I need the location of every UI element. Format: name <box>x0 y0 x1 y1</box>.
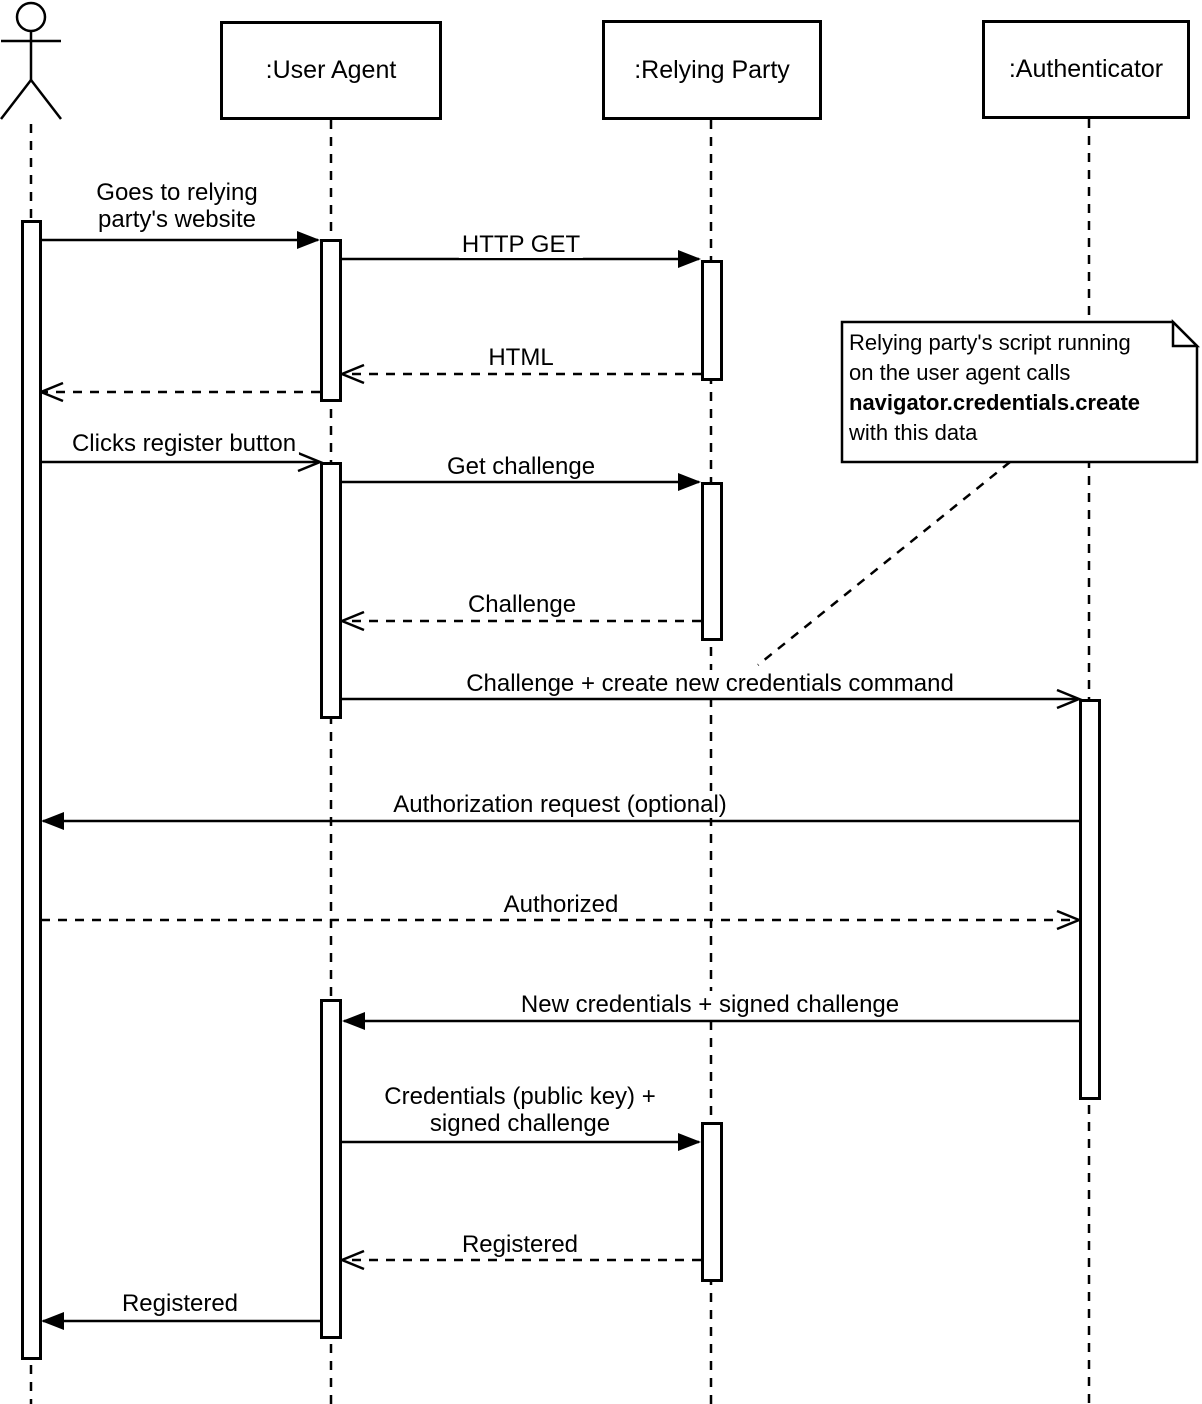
arrowhead-filled-right <box>297 231 320 249</box>
actor-leg-left <box>0 79 32 120</box>
arrowhead-open-left <box>338 1249 365 1271</box>
actor-leg-right <box>30 79 62 120</box>
activation-bar-user-agent-1 <box>320 239 342 402</box>
message-label-registered-to-user: Registered <box>118 1290 242 1317</box>
message-label-credentials-signed: Credentials (public key) + signed challe… <box>381 1083 659 1137</box>
activation-bar-relying-party-2 <box>701 482 723 641</box>
participant-label: :User Agent <box>265 56 397 84</box>
activation-bar-authenticator <box>1079 699 1101 1100</box>
participant-box-user-agent: :User Agent <box>220 21 442 120</box>
message-label-registered-to-ua: Registered <box>458 1231 582 1258</box>
activation-bar-user <box>21 220 42 1360</box>
note-fold-icon <box>1171 318 1201 348</box>
participant-label: :Relying Party <box>634 55 790 84</box>
arrowhead-open-left <box>338 610 365 632</box>
message-label-clicks-register: Clicks register button <box>68 430 300 457</box>
participant-label: :Authenticator <box>1008 55 1164 83</box>
message-label-goes-to-website: Goes to relying party's website <box>93 179 261 233</box>
message-label-get-challenge: Get challenge <box>443 453 599 480</box>
activation-bar-user-agent-3 <box>320 999 342 1339</box>
activation-bar-relying-party-3 <box>701 1122 723 1282</box>
note-connector <box>757 461 1011 666</box>
note-body <box>840 320 1199 464</box>
participant-box-authenticator: :Authenticator <box>982 20 1190 119</box>
arrowhead-filled-left <box>342 1012 365 1030</box>
message-label-new-credentials: New credentials + signed challenge <box>517 991 903 1018</box>
arrowhead-open-left <box>338 363 365 385</box>
arrowhead-filled-right <box>678 473 701 491</box>
participant-box-relying-party: :Relying Party <box>602 20 822 120</box>
arrowhead-filled-left <box>41 1312 64 1330</box>
message-label-html: HTML <box>485 344 557 371</box>
message-label-challenge: Challenge <box>464 591 580 618</box>
actor-head <box>15 1 47 33</box>
activation-bar-user-agent-2 <box>320 462 342 719</box>
activation-bar-relying-party-1 <box>701 260 723 381</box>
arrowhead-filled-right <box>678 1133 701 1151</box>
message-label-authorization-request: Authorization request (optional) <box>390 791 730 818</box>
message-label-challenge-create: Challenge + create new credentials comma… <box>463 670 957 697</box>
note-shape <box>757 318 1201 666</box>
message-label-authorized: Authorized <box>500 891 622 918</box>
arrowhead-filled-right <box>678 250 701 268</box>
actor-figure <box>0 1 62 120</box>
message-label-http-get: HTTP GET <box>458 231 584 258</box>
arrowhead-filled-left <box>41 812 64 830</box>
note-text: Relying party's script running on the us… <box>849 330 1141 445</box>
